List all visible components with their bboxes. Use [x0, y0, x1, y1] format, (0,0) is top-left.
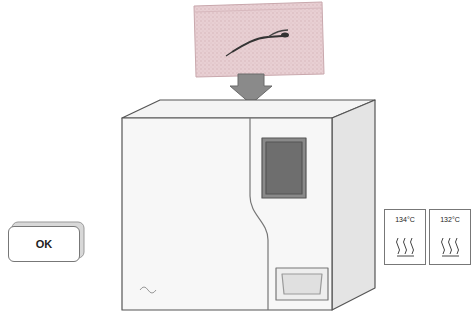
pouch [194, 2, 324, 77]
steam-symbols [397, 238, 460, 256]
node-label: 132°C [440, 216, 460, 223]
node-label: 134°C [395, 216, 415, 223]
autoclave [122, 100, 375, 310]
button: OK [8, 226, 80, 262]
temperature-box: 134°C [384, 209, 426, 265]
temperature-box: 132°C [429, 209, 471, 265]
node-label: OK [36, 238, 53, 250]
